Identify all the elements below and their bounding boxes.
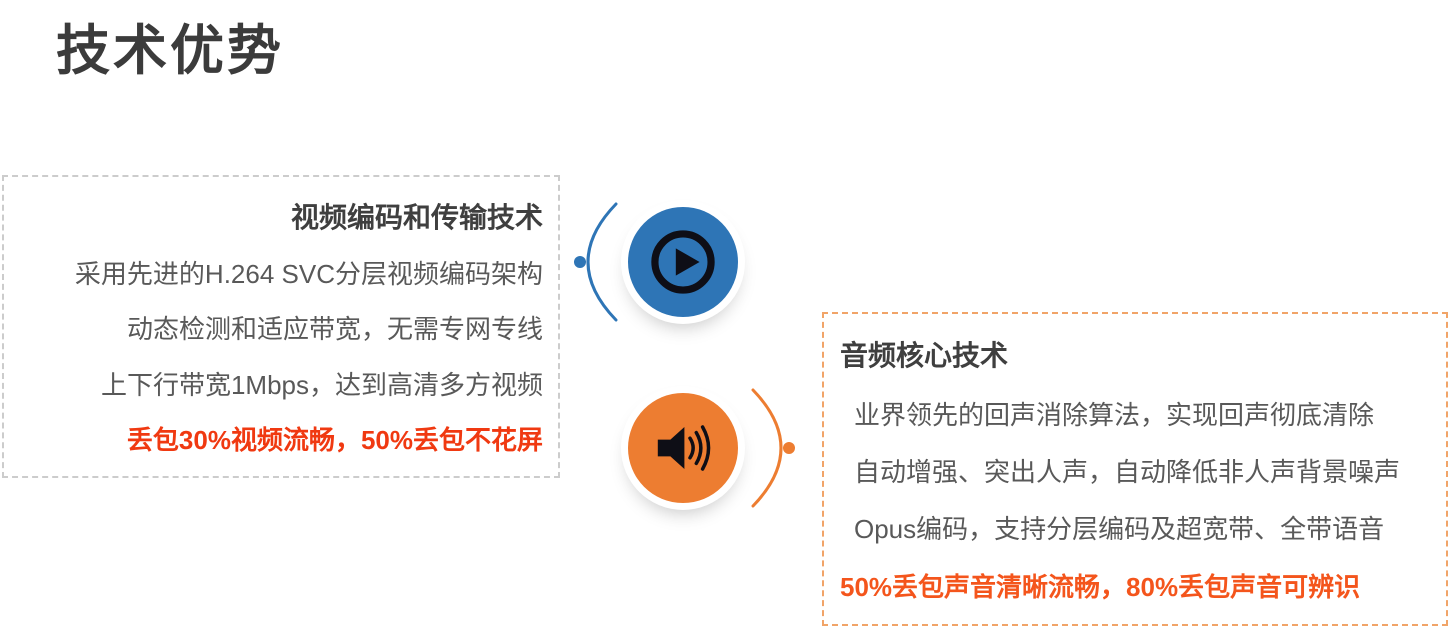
video-connector-bracket xyxy=(574,202,618,322)
video-card-line: 动态检测和适应带宽，无需专网专线 xyxy=(126,314,543,345)
audio-card-line: 自动增强、突出人声，自动降低非人声背景噪声 xyxy=(854,456,1401,487)
video-card-highlight: 丢包30%视频流畅，50%丢包不花屏 xyxy=(126,424,543,455)
video-card-line: 采用先进的H.264 SVC分层视频编码架构 xyxy=(74,259,543,290)
video-card-line: 上下行带宽1Mbps，达到高清多方视频 xyxy=(100,369,543,400)
audio-card-heading: 音频核心技术 xyxy=(840,340,1009,372)
audio-connector-dot xyxy=(783,442,795,454)
audio-card-line: Opus编码，支持分层编码及超宽带、全带语音 xyxy=(854,514,1385,545)
video-icon-circle xyxy=(628,207,738,317)
page-title: 技术优势 xyxy=(56,21,284,81)
speaker-icon xyxy=(657,425,711,471)
audio-card-line: 业界领先的回声消除算法，实现回声彻底清除 xyxy=(854,399,1375,430)
audio-connector-bracket xyxy=(751,388,795,508)
video-card-heading: 视频编码和传输技术 xyxy=(290,202,543,234)
video-connector-dot xyxy=(574,256,586,268)
audio-icon-circle xyxy=(628,393,738,503)
play-icon xyxy=(651,230,715,294)
video-feature-card: 视频编码和传输技术 采用先进的H.264 SVC分层视频编码架构 动态检测和适应… xyxy=(2,175,560,478)
audio-feature-card: 音频核心技术 业界领先的回声消除算法，实现回声彻底清除 自动增强、突出人声，自动… xyxy=(822,312,1448,626)
audio-card-highlight: 50%丢包声音清晰流畅，80%丢包声音可辨识 xyxy=(840,571,1361,602)
